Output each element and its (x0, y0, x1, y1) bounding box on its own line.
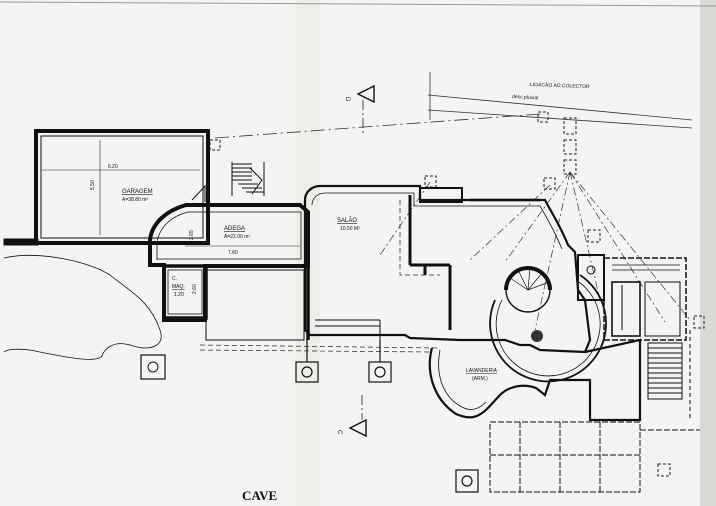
adega-area: A=22.00 m² (224, 234, 250, 240)
property-boundary (214, 72, 693, 139)
service-wing (577, 254, 687, 341)
machine-name: C. (172, 276, 177, 282)
salao-area: 10.50 M² (340, 226, 360, 232)
column-footing (140, 354, 166, 380)
machine-sub: MAQ. (172, 284, 185, 290)
section-label-d: D (344, 97, 350, 102)
section-label-c: C (336, 430, 342, 435)
section-marker-c: C (336, 395, 367, 438)
collector-label: LIGACÃO AO COLECTOR (530, 81, 590, 90)
lavanderia-sub: (ARM.) (472, 376, 488, 382)
machine-dim-a: 2.60 (192, 284, 198, 294)
salao-name: SALÃO (337, 217, 357, 224)
garagem-name: GARAGEM (122, 189, 153, 195)
garagem-dim-depth: 5.50 (90, 180, 96, 190)
lavanderia-name: LAVANDERIA (466, 368, 498, 374)
garagem-dim-width: 6.20 (108, 164, 118, 170)
adega-name: ADEGA (224, 226, 245, 232)
machine-dim-b: 1.20 (174, 292, 184, 298)
room-salao: SALÃO 10.50 M² (303, 184, 592, 354)
exterior-stairs (231, 162, 265, 196)
drain-label: desc.pluvial (512, 94, 538, 101)
foundation-grid (489, 421, 700, 493)
sheet-title: CAVE (242, 488, 277, 503)
adega-dim-length: 7.60 (228, 250, 238, 256)
service-stairs (647, 330, 691, 420)
adega-dim-width: 2.65 (189, 230, 195, 240)
spiral-staircase (504, 266, 552, 313)
garagem-area: A=38.80 m² (122, 197, 148, 203)
room-garagem: 6.20 5.50 GARAGEM A=38.80 m² (34, 129, 210, 245)
room-lavanderia: LAVANDERIA (ARM.) (428, 338, 642, 422)
section-marker-d: D (344, 84, 375, 135)
